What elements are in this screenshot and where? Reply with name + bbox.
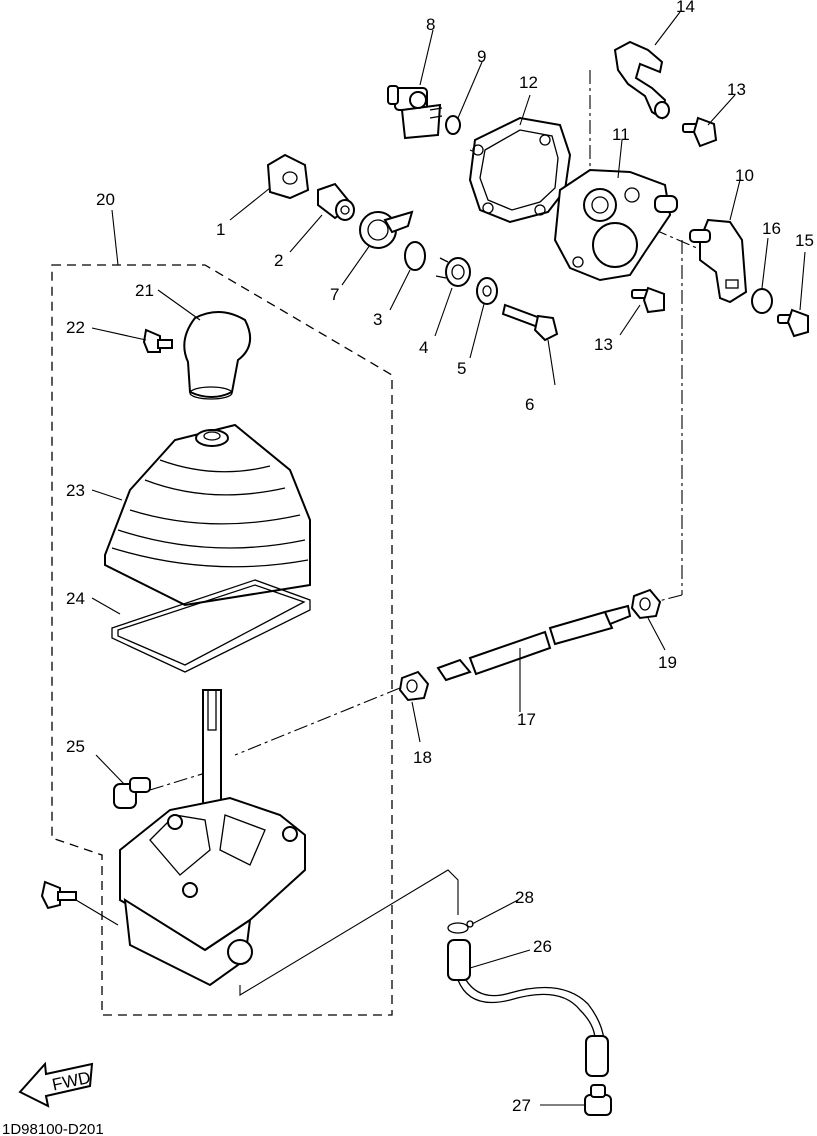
callout-3: 3: [373, 310, 382, 329]
leader-lines: [91, 11, 806, 1106]
part-6-bolt: [501, 303, 559, 342]
callout-6: 6: [525, 395, 534, 414]
part-24-seal: [111, 579, 311, 673]
callout-23: 23: [66, 481, 85, 500]
part-3-washer: [404, 241, 426, 271]
callout-25: 25: [66, 737, 85, 756]
callout-9: 9: [477, 47, 486, 66]
part-15-bolt: [777, 308, 809, 338]
callout-20: 20: [96, 190, 115, 209]
callout-2: 2: [274, 251, 283, 270]
callout-14: 14: [676, 0, 695, 16]
callout-12: 12: [519, 73, 538, 92]
callout-13b: 13: [594, 335, 613, 354]
part-13-bolt-lower: [631, 286, 665, 314]
callout-28: 28: [515, 888, 534, 907]
callout-8: 8: [426, 15, 435, 34]
callout-22: 22: [66, 318, 85, 337]
part-7-gear: [359, 210, 414, 249]
part-21-knob: [183, 311, 252, 400]
callout-16: 16: [762, 219, 781, 238]
part-28-clip: [447, 920, 474, 934]
part-2-collar: [317, 182, 355, 221]
callout-1: 1: [216, 220, 225, 239]
assembly-20-boundary: [51, 264, 393, 1016]
callout-15: 15: [795, 231, 814, 250]
part-22-screw: [142, 328, 173, 353]
breather-route-line: [239, 869, 459, 996]
callout-27: 27: [512, 1096, 531, 1115]
callout-17: 17: [517, 710, 536, 729]
part-19-nut: [630, 588, 662, 620]
linkage-nut-line: [654, 594, 683, 603]
part-8-sensor: [387, 85, 443, 140]
callout-19: 19: [658, 653, 677, 672]
part-9-o-ring: [445, 115, 461, 135]
rod-to-lever-line: [234, 687, 401, 756]
part-17-rod: [436, 604, 632, 682]
part-27-cap: [584, 1084, 612, 1116]
part-14-bracket: [613, 40, 670, 120]
diagram-code: 1D98100-D201: [2, 1121, 104, 1136]
part-1-bushing: [266, 153, 310, 200]
fwd-arrow-icon: FWD: [18, 1061, 94, 1108]
callout-5: 5: [457, 359, 466, 378]
part-23-boot: [104, 423, 311, 607]
callout-4: 4: [419, 338, 428, 357]
part-16-washer: [751, 288, 773, 314]
part-26-hose: [447, 939, 609, 1077]
callout-26: 26: [533, 937, 552, 956]
callout-21: 21: [135, 281, 154, 300]
callout-7: 7: [330, 285, 339, 304]
callout-10: 10: [735, 166, 754, 185]
callout-18: 18: [413, 748, 432, 767]
part-18-nut: [398, 670, 430, 702]
housing-side-bolt: [40, 880, 119, 926]
part-25-elbow: [113, 777, 151, 809]
callout-11: 11: [612, 125, 630, 144]
part-4-spring: [435, 257, 471, 287]
callout-24: 24: [66, 589, 85, 608]
part-10-lever: [689, 218, 748, 304]
part-5-washer: [476, 277, 498, 305]
part-12-gasket: [468, 116, 572, 224]
part-20-shifter-housing: [119, 796, 306, 987]
callout-labels: 1 2 3 4 5 6 7 8 9 10 11 12 13 13 14 15 1…: [66, 0, 814, 1115]
callout-13a: 13: [727, 80, 746, 99]
part-13-bolt-upper: [682, 116, 718, 148]
part-11-housing: [553, 168, 678, 282]
